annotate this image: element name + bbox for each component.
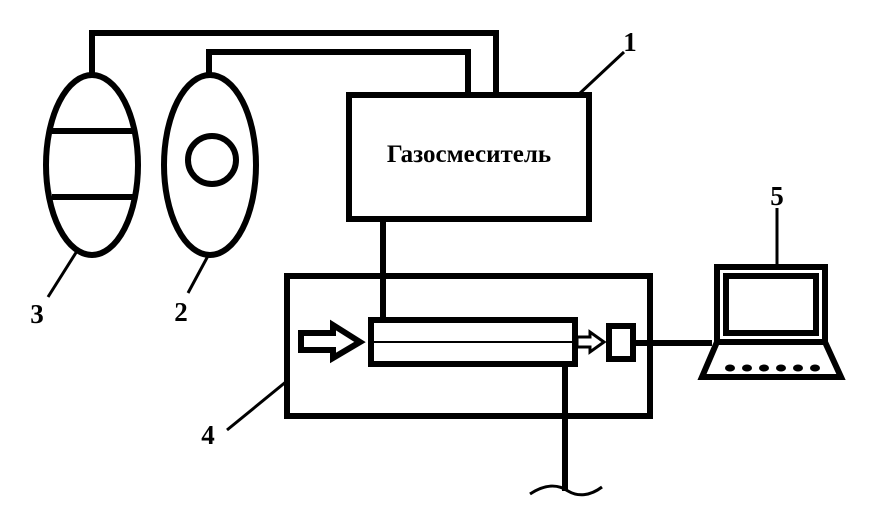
- detector-box: [606, 323, 636, 362]
- gas-mixer-label: Газосмеситель: [387, 141, 551, 168]
- callout-1: 1: [623, 27, 637, 57]
- computer-icon: [697, 264, 846, 380]
- callout-5: 5: [770, 181, 784, 211]
- sensor-tube: [368, 317, 578, 367]
- gas-line-cylinder-2: [206, 49, 471, 95]
- measurement-chamber: [284, 273, 653, 419]
- inlet-arrow-icon: [298, 319, 366, 364]
- outlet-arrow-icon: [575, 329, 607, 355]
- callout-line-1: [576, 50, 626, 97]
- callout-3: 3: [30, 299, 44, 329]
- exhaust-wave: [529, 484, 603, 497]
- gas-mixer-box: Газосмеситель: [346, 92, 592, 222]
- callout-line-3: [46, 250, 79, 298]
- callout-line-4: [226, 379, 288, 432]
- callout-2: 2: [174, 297, 188, 327]
- gas-cylinder-2: [161, 72, 259, 258]
- gas-cylinder-3: [43, 72, 141, 258]
- callout-line-2: [186, 253, 211, 294]
- gas-line-cylinder-3: [89, 30, 499, 95]
- callout-4: 4: [201, 420, 215, 450]
